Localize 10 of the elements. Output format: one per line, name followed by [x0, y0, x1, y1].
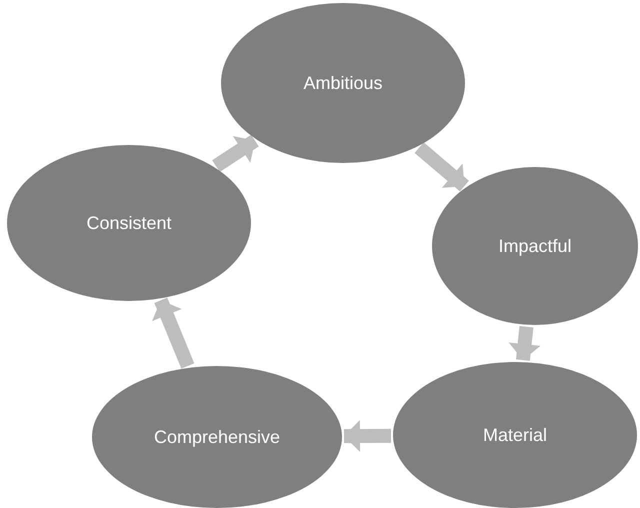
block-arrow	[212, 134, 259, 172]
block-arrow	[152, 298, 194, 369]
node-label: Impactful	[498, 234, 572, 258]
node-label: Consistent	[86, 212, 172, 234]
node-label: Material	[482, 424, 548, 446]
node-label: Comprehensive	[154, 426, 280, 449]
block-arrow	[414, 142, 469, 192]
block-arrow	[344, 420, 392, 452]
block-arrow	[508, 326, 541, 361]
node-label: Ambitious	[303, 72, 383, 94]
